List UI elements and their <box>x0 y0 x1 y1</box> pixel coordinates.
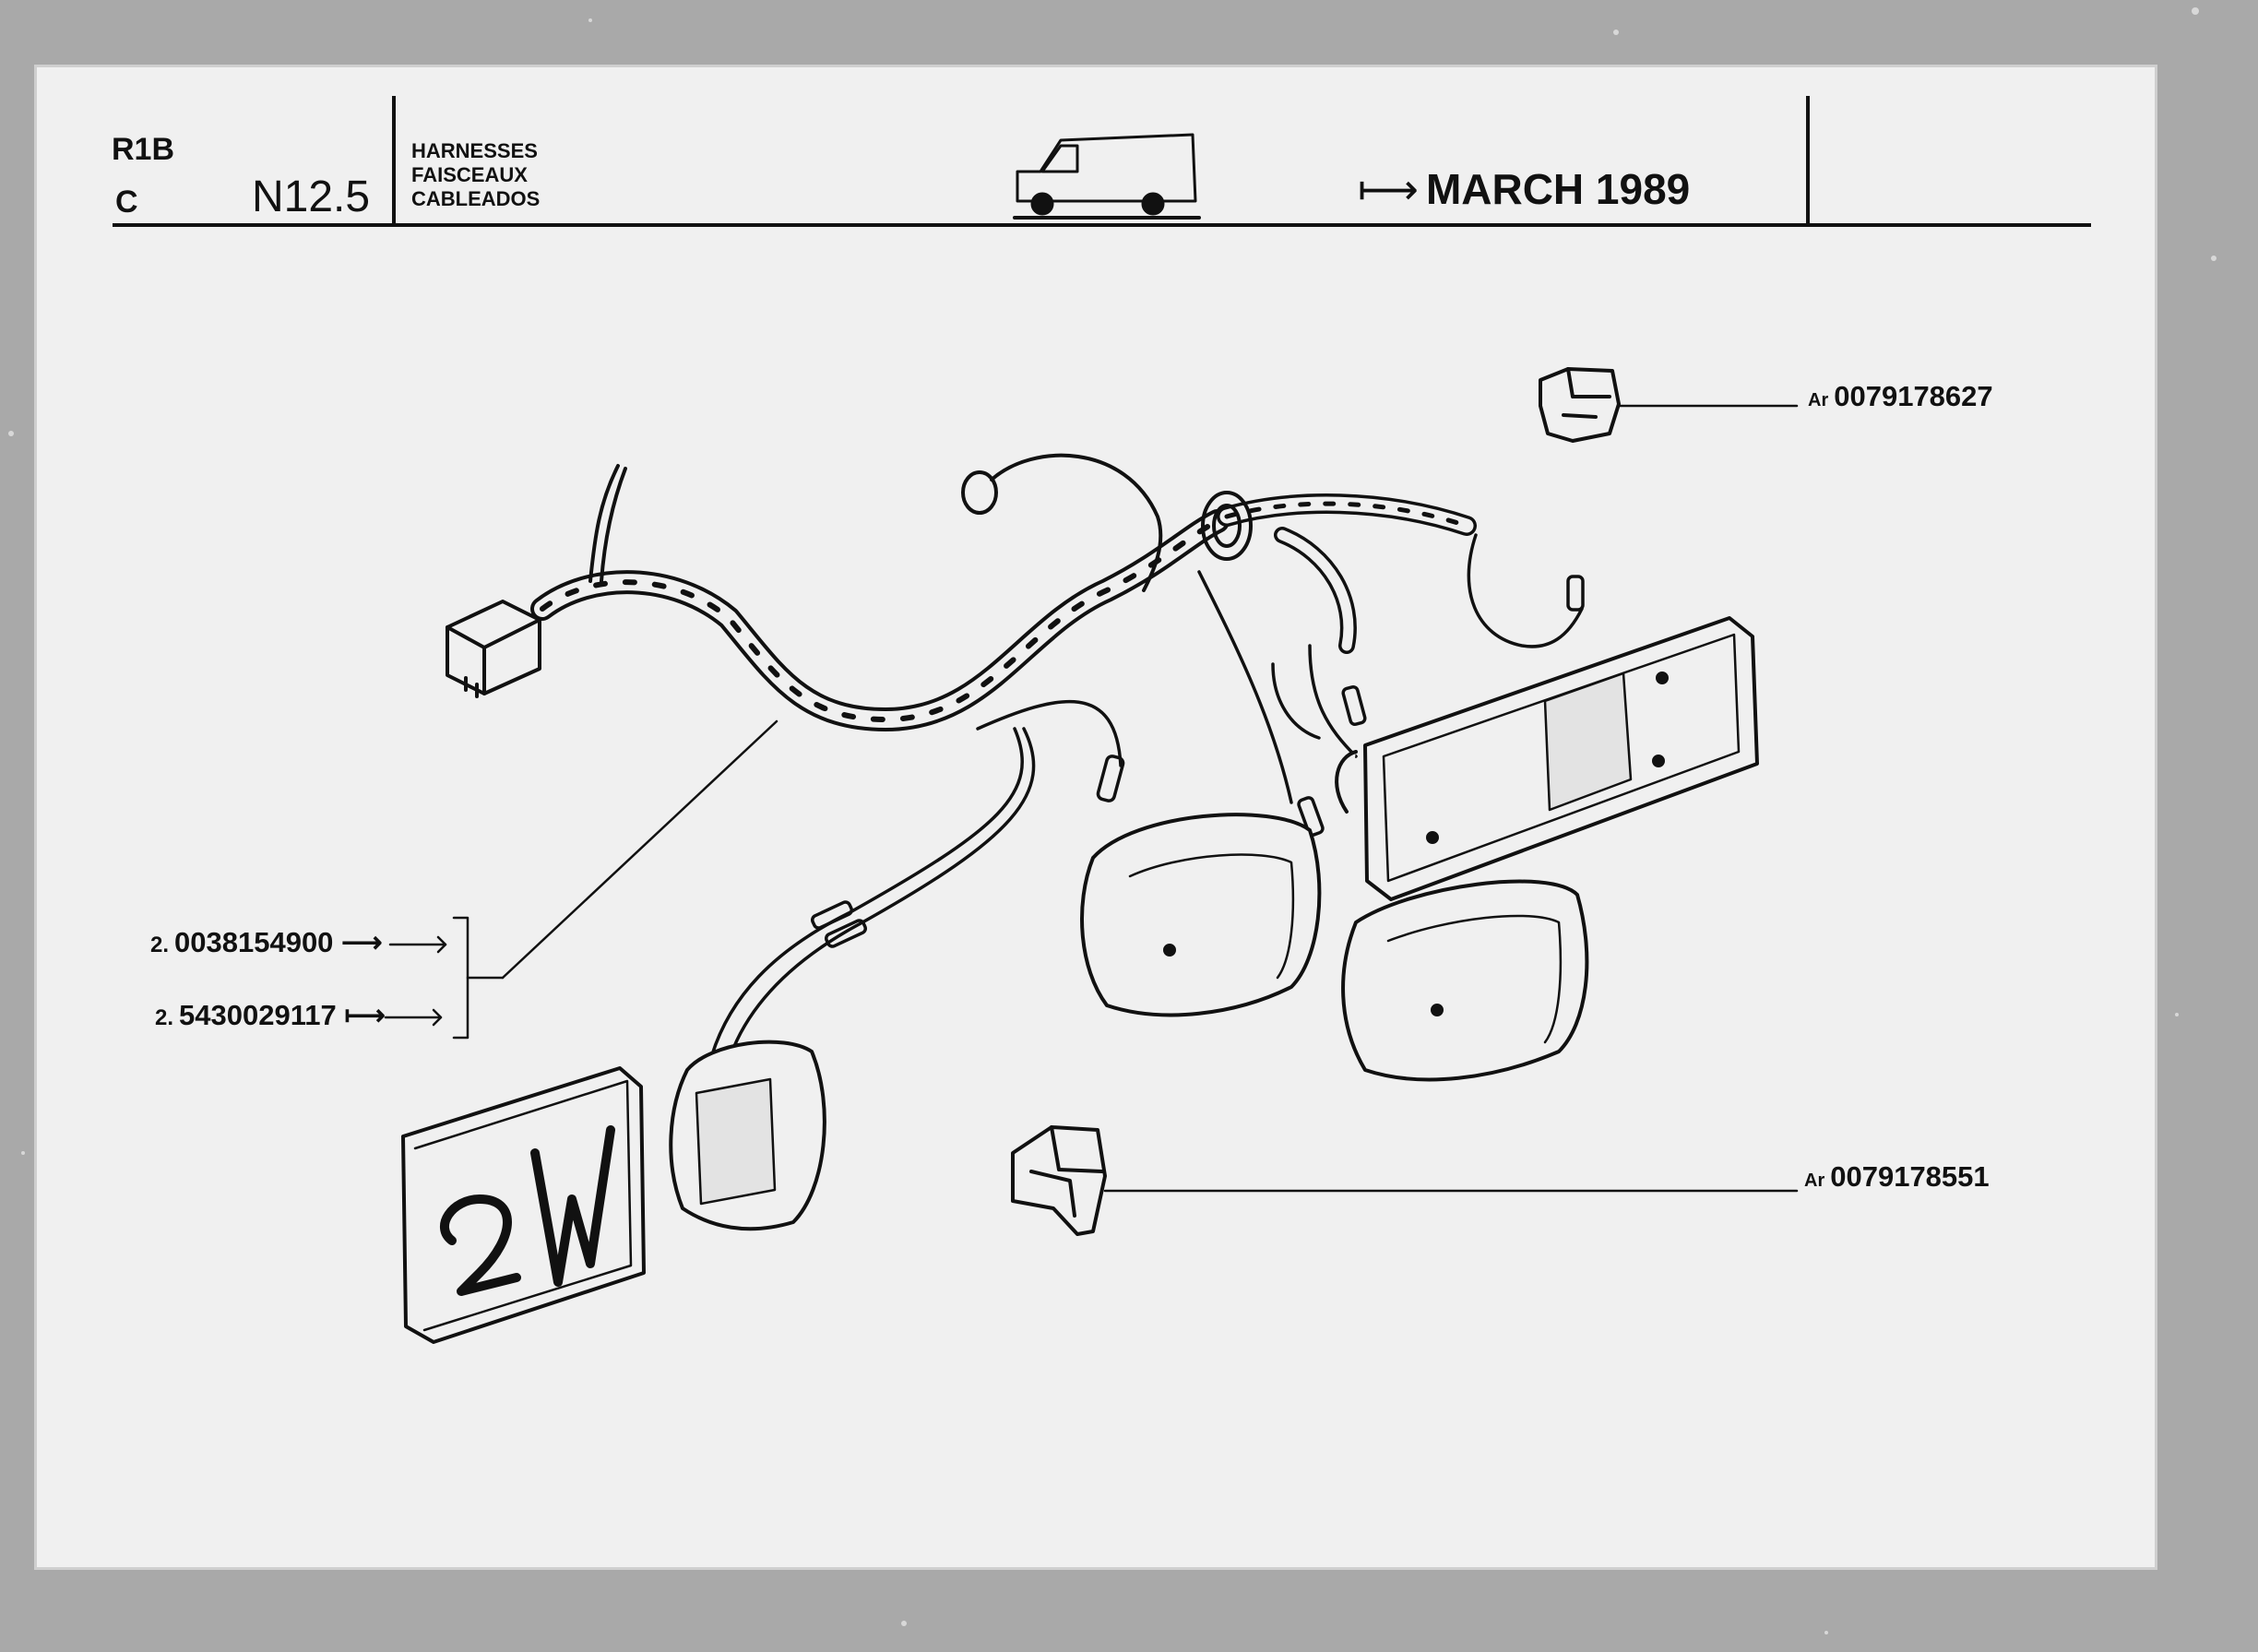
header-rule <box>113 223 2091 227</box>
part-arrow: ⟶ <box>341 926 383 958</box>
branch-wires <box>708 533 1584 1063</box>
effective-date: ⟼MARCH 1989 <box>1358 164 1690 214</box>
catalog-sheet <box>34 65 2157 1570</box>
section-number: N12.5 <box>252 172 371 221</box>
part-number: 5430029117 <box>179 999 337 1031</box>
leader-lines <box>384 404 1799 1193</box>
rear-lamp <box>1335 616 1759 901</box>
title-en: HARNESSES <box>411 139 538 162</box>
part-quantity: 2. <box>155 1005 174 1030</box>
grommet <box>1201 491 1253 561</box>
part-prefix: Ar <box>1808 390 1829 410</box>
title-es: CABLEADOS <box>411 187 541 210</box>
header-divider-2 <box>1806 96 1810 227</box>
part-number: 0079178551 <box>1830 1160 1990 1193</box>
clip-upper-drawing <box>1539 367 1621 443</box>
date-arrow: ⟼ <box>1358 165 1419 213</box>
part-callout-connector: 2.5430029117 ⟼ <box>155 999 386 1032</box>
side-lamp-middle <box>1080 813 1322 1017</box>
part-prefix: Ar <box>1804 1171 1825 1191</box>
part-arrow: ⟼ <box>344 999 386 1031</box>
header-divider-1 <box>392 96 396 227</box>
number-plate <box>401 1066 646 1344</box>
part-number: 0038154900 <box>174 926 334 958</box>
title-fr: FAISCEAUX <box>411 163 528 186</box>
part-callout-harness: 2.0038154900 ⟶ <box>150 926 383 959</box>
van-icon <box>1013 133 1201 220</box>
part-quantity: 2. <box>150 933 170 957</box>
bullet-connectors <box>810 575 1585 948</box>
section-titles: HARNESSES FAISCEAUX CABLEADOS <box>411 139 540 211</box>
ground-eyelet <box>961 453 1163 592</box>
side-lamp-right <box>1341 879 1589 1082</box>
harness-braid <box>530 493 1477 731</box>
part-number: 0079178627 <box>1834 380 1993 412</box>
variant-code: C <box>115 184 138 220</box>
series-code: R1B <box>112 132 175 167</box>
clip-lower-drawing <box>1011 1125 1107 1236</box>
date-text: MARCH 1989 <box>1425 165 1691 213</box>
plug-connector <box>446 464 627 698</box>
indicator-lamp <box>669 1040 826 1231</box>
